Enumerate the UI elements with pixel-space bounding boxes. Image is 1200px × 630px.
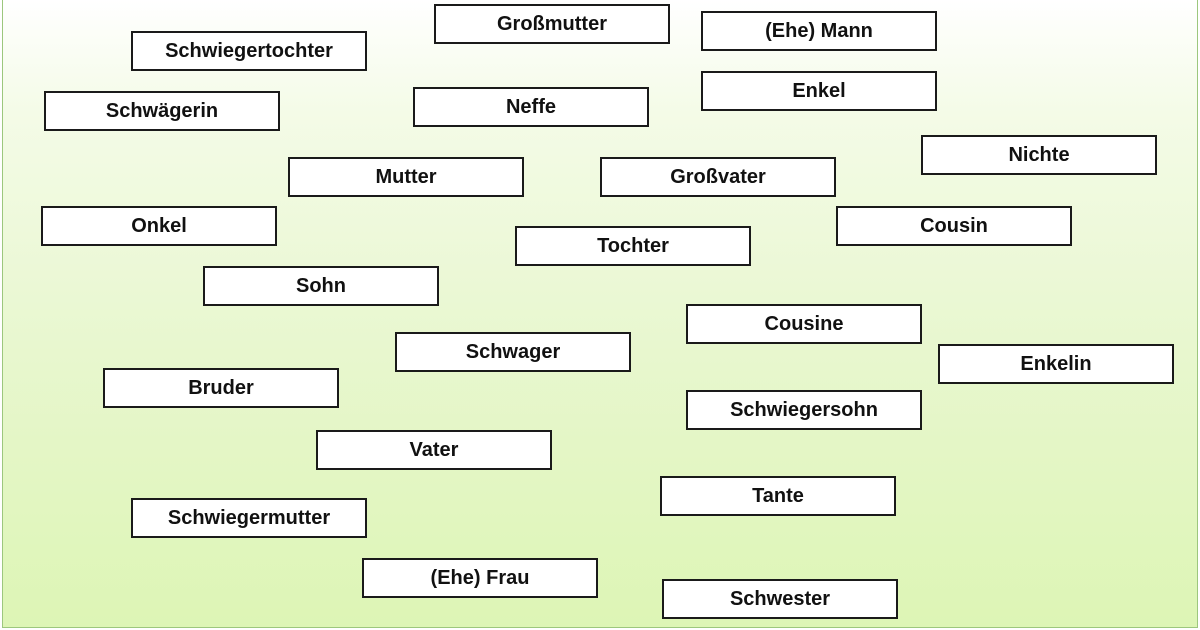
word-card-enkelin[interactable]: Enkelin — [938, 344, 1174, 384]
word-card-schwiegertochter[interactable]: Schwiegertochter — [131, 31, 367, 71]
word-card-vater[interactable]: Vater — [316, 430, 552, 470]
word-card-tochter[interactable]: Tochter — [515, 226, 751, 266]
word-card-bruder[interactable]: Bruder — [103, 368, 339, 408]
word-card-cousine[interactable]: Cousine — [686, 304, 922, 344]
word-card-sohn[interactable]: Sohn — [203, 266, 439, 306]
word-card-grossvater[interactable]: Großvater — [600, 157, 836, 197]
word-card-schwester[interactable]: Schwester — [662, 579, 898, 619]
word-card-ehefrau[interactable]: (Ehe) Frau — [362, 558, 598, 598]
word-card-tante[interactable]: Tante — [660, 476, 896, 516]
word-card-mutter[interactable]: Mutter — [288, 157, 524, 197]
word-card-neffe[interactable]: Neffe — [413, 87, 649, 127]
word-card-grossmutter[interactable]: Großmutter — [434, 4, 670, 44]
word-card-ehemann[interactable]: (Ehe) Mann — [701, 11, 937, 51]
word-card-schwager[interactable]: Schwager — [395, 332, 631, 372]
word-card-enkel[interactable]: Enkel — [701, 71, 937, 111]
word-card-schwiegermutter[interactable]: Schwiegermutter — [131, 498, 367, 538]
word-card-cousin[interactable]: Cousin — [836, 206, 1072, 246]
word-card-onkel[interactable]: Onkel — [41, 206, 277, 246]
word-card-schwaegerin[interactable]: Schwägerin — [44, 91, 280, 131]
word-card-schwiegersohn[interactable]: Schwiegersohn — [686, 390, 922, 430]
word-card-nichte[interactable]: Nichte — [921, 135, 1157, 175]
